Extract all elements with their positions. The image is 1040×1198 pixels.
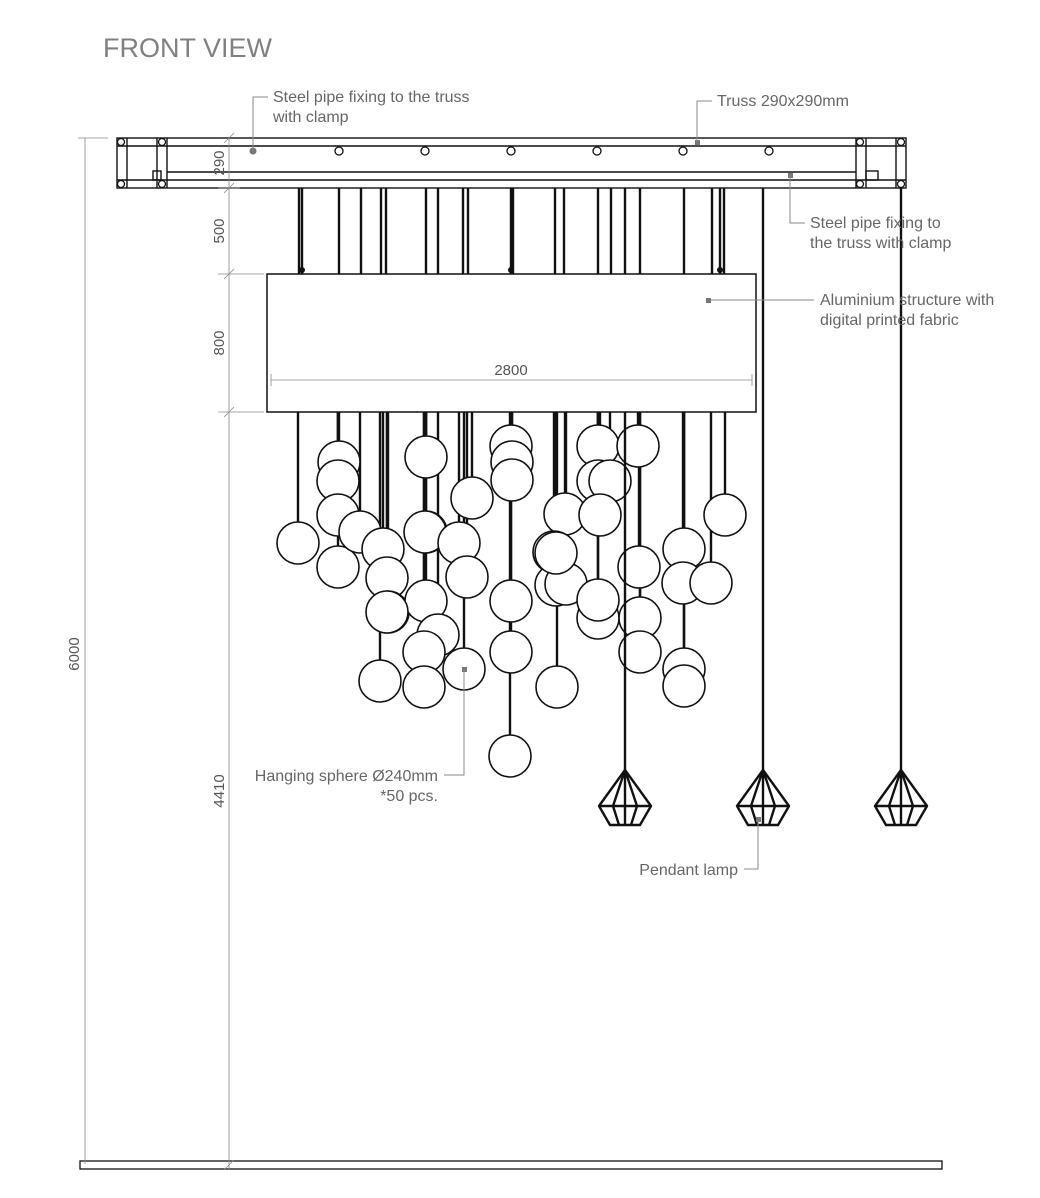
hanging-sphere — [450, 476, 494, 520]
hanging-cables — [297, 188, 726, 274]
dim-box-height: 800 — [211, 330, 228, 355]
total-height-dimension: 6000 — [66, 137, 108, 1164]
pendant-frame — [737, 769, 789, 826]
sphere-line2: *50 pcs. — [380, 788, 438, 805]
hanging-sphere — [490, 458, 534, 502]
hanging-sphere — [489, 579, 533, 623]
truss-fixing-bolt — [506, 146, 516, 156]
annotation-steel-pipe-right: Steel pipe fixing to the truss with clam… — [788, 173, 951, 252]
annotation-aluminium: Aluminium structure with digital printed… — [706, 292, 994, 329]
pendant-frame — [599, 769, 651, 826]
truss-fixing-bolt — [764, 146, 774, 156]
truss-corner-bolt — [896, 137, 906, 147]
truss-corner-bolt — [855, 137, 865, 147]
hanging-sphere — [358, 659, 402, 703]
aluminium-line1: Aluminium structure with — [820, 292, 994, 309]
truss — [116, 137, 907, 189]
hanging-sphere — [703, 493, 747, 537]
truss-corner-bolt — [157, 137, 167, 147]
hanging-sphere — [488, 734, 532, 778]
dim-drop-below: 4410 — [211, 774, 228, 807]
hanging-sphere — [616, 424, 660, 468]
floor-line — [79, 1160, 943, 1170]
box-width-label: 2800 — [494, 362, 527, 379]
hanging-sphere — [576, 578, 620, 622]
hanging-sphere — [618, 630, 662, 674]
truss-corner-bolt — [157, 179, 167, 189]
hanging-sphere — [689, 561, 733, 605]
pendant-lamps — [597, 188, 929, 827]
annotation-truss: Truss 290x290mm — [695, 93, 849, 145]
box-width-dimension: 2800 — [270, 362, 753, 386]
pendant-lamp — [735, 768, 791, 827]
hanging-sphere — [617, 545, 661, 589]
dim-truss-height: 290 — [211, 150, 228, 175]
truss-label: Truss 290x290mm — [717, 93, 849, 110]
hanging-sphere — [402, 665, 446, 709]
steel-pipe-left-line1: Steel pipe fixing to the truss — [273, 89, 470, 106]
truss-fixing-bolt — [420, 146, 430, 156]
dim-drop-to-box: 500 — [211, 218, 228, 243]
hanging-sphere — [365, 590, 409, 634]
steel-pipe-right-line2: the truss with clamp — [810, 235, 951, 252]
truss-corner-bolt — [896, 179, 906, 189]
dim-total-height: 6000 — [66, 637, 83, 670]
hanging-sphere — [404, 435, 448, 479]
truss-fixing-bolt — [592, 146, 602, 156]
truss-corner-bolt — [855, 179, 865, 189]
hanging-sphere — [662, 664, 706, 708]
aluminium-line2: digital printed fabric — [820, 312, 959, 329]
hanging-sphere — [535, 665, 579, 709]
steel-pipe-right-line1: Steel pipe fixing to — [810, 215, 941, 232]
vertical-dimensions: 290 500 800 4410 — [211, 132, 264, 1171]
annotation-pendant: Pendant lamp — [639, 817, 761, 879]
hanging-spheres — [276, 412, 747, 778]
hanging-sphere — [534, 531, 578, 575]
annotation-sphere: Hanging sphere Ø240mm *50 pcs. — [255, 667, 467, 805]
annotation-steel-pipe-left: Steel pipe fixing to the truss with clam… — [249, 89, 470, 155]
hanging-sphere — [445, 555, 489, 599]
hanging-sphere — [489, 630, 533, 674]
truss-fixing-bolt — [678, 146, 688, 156]
aluminium-structure — [266, 267, 757, 413]
pendant-lamp — [873, 768, 929, 827]
truss-corner-bolt — [116, 137, 126, 147]
hanging-sphere — [578, 493, 622, 537]
steel-pipe-left-line2: with clamp — [272, 109, 349, 126]
truss-corner-bolt — [116, 179, 126, 189]
sphere-line1: Hanging sphere Ø240mm — [255, 768, 438, 785]
pendant-label: Pendant lamp — [639, 862, 738, 879]
pendant-lamp — [597, 768, 653, 827]
hanging-sphere — [316, 545, 360, 589]
drawing-title: FRONT VIEW — [103, 33, 273, 63]
hanging-sphere — [276, 521, 320, 565]
truss-fixing-bolt — [334, 146, 344, 156]
pendant-frame — [875, 769, 927, 826]
